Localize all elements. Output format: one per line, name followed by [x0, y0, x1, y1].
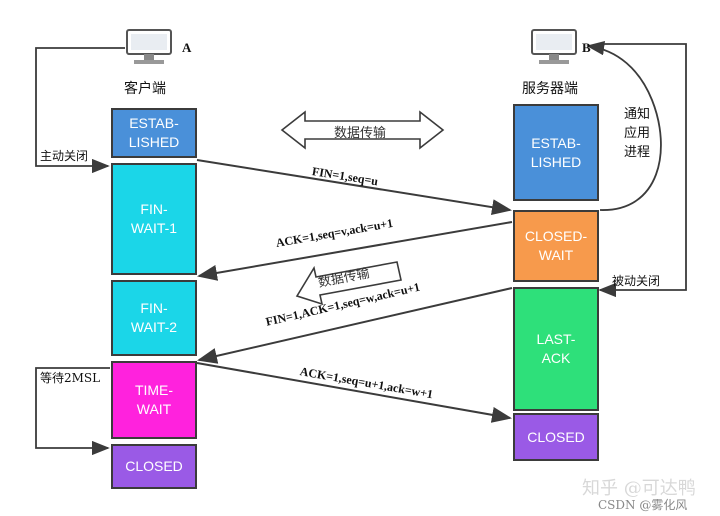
fin2-arrow: [197, 287, 513, 364]
server-state-established: ESTAB- LISHED: [513, 104, 599, 201]
server-state-close-wait: CLOSED- WAIT: [513, 210, 599, 282]
server-title: 服务器端: [522, 81, 578, 97]
client-state-fin-wait-2: FIN- WAIT-2: [111, 280, 197, 356]
ack2-arrow: [196, 362, 512, 423]
data-transfer-double-arrow: [280, 110, 445, 150]
data-transfer-top-label: 数据传输: [334, 126, 387, 141]
client-state-fin-wait-1: FIN- WAIT-1: [111, 163, 197, 275]
server-computer-icon: [531, 29, 577, 64]
passive-close-label: 被动关闭: [612, 274, 661, 288]
active-close-label: 主动关闭: [40, 149, 89, 163]
client-state-established: ESTAB- LISHED: [111, 108, 197, 158]
wait-2msl-loop-line: [35, 367, 110, 456]
notify-app-label: 通知 应用 进程: [624, 107, 651, 160]
notify-app-curve: [586, 41, 662, 211]
zhihu-watermark: 知乎 @可达鸭: [582, 478, 696, 499]
wait-2msl-label: 等待2MSL: [40, 371, 101, 385]
data-transfer-left-arrow: [295, 261, 402, 306]
client-state-closed: CLOSED: [111, 444, 197, 489]
server-state-closed: CLOSED: [513, 413, 599, 461]
active-close-loop-line: [35, 47, 125, 174]
ack1-arrow: [197, 221, 513, 281]
client-computer-icon: [126, 29, 172, 64]
client-letter: A: [182, 40, 192, 55]
server-state-last-ack: LAST- ACK: [513, 287, 599, 411]
fin1-arrow: [196, 159, 512, 216]
csdn-watermark: CSDN @雾化风: [598, 498, 688, 512]
client-state-time-wait: TIME- WAIT: [111, 361, 197, 439]
passive-close-loop-line: [598, 43, 687, 298]
server-letter: B: [582, 40, 591, 55]
client-title: 客户端: [124, 81, 166, 97]
